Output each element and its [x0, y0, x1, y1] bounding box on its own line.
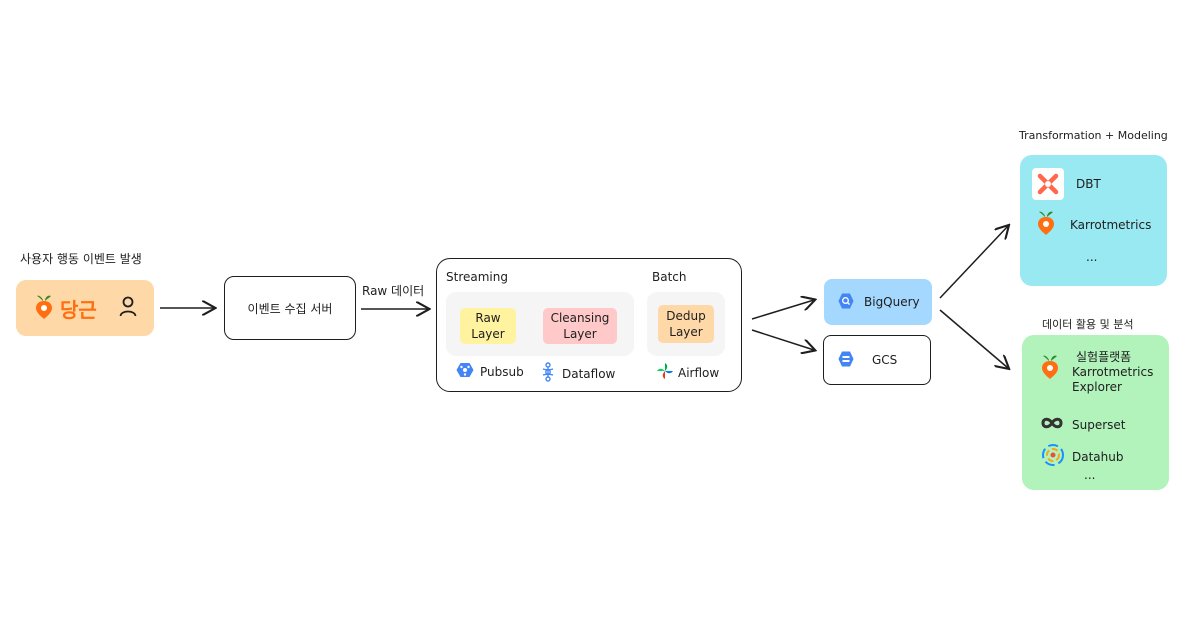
karrotmetrics-explorer-line1: Karrotmetrics [1072, 365, 1154, 379]
streaming-title: Streaming [446, 270, 508, 284]
karrotmetrics-explorer-line2: Explorer [1072, 380, 1122, 394]
airflow-label: Airflow [678, 365, 720, 380]
gcs-icon [838, 351, 854, 370]
dataflow-tool: Dataflow [540, 362, 615, 385]
pubsub-tool: Pubsub [456, 362, 524, 381]
gcs-label: GCS [872, 353, 898, 367]
bigquery-label: BigQuery [864, 295, 920, 309]
analysis-more: ... [1084, 468, 1096, 482]
cleansing-layer-line1: Cleansing [550, 311, 610, 325]
airflow-tool: Airflow [656, 362, 719, 383]
experiment-platform-label: 실험플랫폼 [1076, 350, 1132, 364]
transformation-more: ... [1086, 250, 1098, 264]
pubsub-label: Pubsub [480, 364, 524, 379]
cleansing-layer-line2: Layer [563, 327, 597, 341]
datahub-label: Datahub [1072, 449, 1124, 464]
arrow-pipeline-to-gcs [751, 329, 814, 350]
dbt-label: DBT [1076, 177, 1101, 191]
arrow-bigquery-to-transformation [939, 226, 1008, 299]
karrotmetrics-label: Karrotmetrics [1070, 217, 1152, 232]
raw-layer-line2: Layer [471, 327, 505, 341]
bigquery-icon [838, 293, 854, 312]
dbt-tool: DBT [1032, 168, 1101, 200]
karrotmetrics-tool: Karrotmetrics [1036, 210, 1151, 239]
event-collector-box: 이벤트 수집 서버 [224, 276, 356, 340]
analysis-box [1022, 335, 1169, 490]
datahub-tool: Datahub [1040, 442, 1123, 471]
dbt-icon [1032, 168, 1064, 200]
user-event-title: 사용자 행동 이벤트 발생 [20, 252, 142, 266]
pubsub-icon [456, 362, 474, 381]
raw-layer: Raw Layer [460, 308, 516, 344]
arrow-pipeline-to-bigquery [751, 300, 814, 320]
raw-data-arrow-label: Raw 데이터 [362, 284, 425, 298]
arrow-bigquery-to-analysis [939, 309, 1008, 368]
brand-name: 당근 [60, 297, 97, 322]
dedup-layer-line1: Dedup [666, 309, 706, 323]
dataflow-label: Dataflow [562, 366, 616, 381]
dataflow-icon [540, 362, 556, 385]
gcs-box: GCS [823, 335, 931, 385]
bigquery-box: BigQuery [824, 279, 932, 325]
superset-tool: Superset [1040, 416, 1126, 433]
karrotmetrics-explorer-icon [1040, 354, 1060, 383]
superset-label: Superset [1072, 417, 1126, 432]
experiment-platform-tool: 실험플랫폼 Karrotmetrics Explorer [1040, 350, 1153, 395]
carrot-logo-icon [34, 294, 54, 323]
transformation-title: Transformation + Modeling [1019, 129, 1168, 142]
dedup-layer: Dedup Layer [658, 305, 714, 343]
datahub-icon [1040, 442, 1066, 471]
dedup-layer-line2: Layer [669, 325, 703, 339]
superset-icon [1040, 416, 1064, 433]
airflow-icon [656, 362, 674, 383]
analysis-title: 데이터 활용 및 분석 [1042, 318, 1134, 331]
cleansing-layer: Cleansing Layer [543, 308, 617, 344]
karrotmetrics-icon [1036, 210, 1056, 239]
event-collector-label: 이벤트 수집 서버 [247, 301, 333, 316]
user-icon [119, 296, 137, 321]
user-event-box: 당근 [16, 280, 154, 336]
raw-layer-line1: Raw [475, 311, 501, 325]
batch-title: Batch [652, 270, 687, 284]
